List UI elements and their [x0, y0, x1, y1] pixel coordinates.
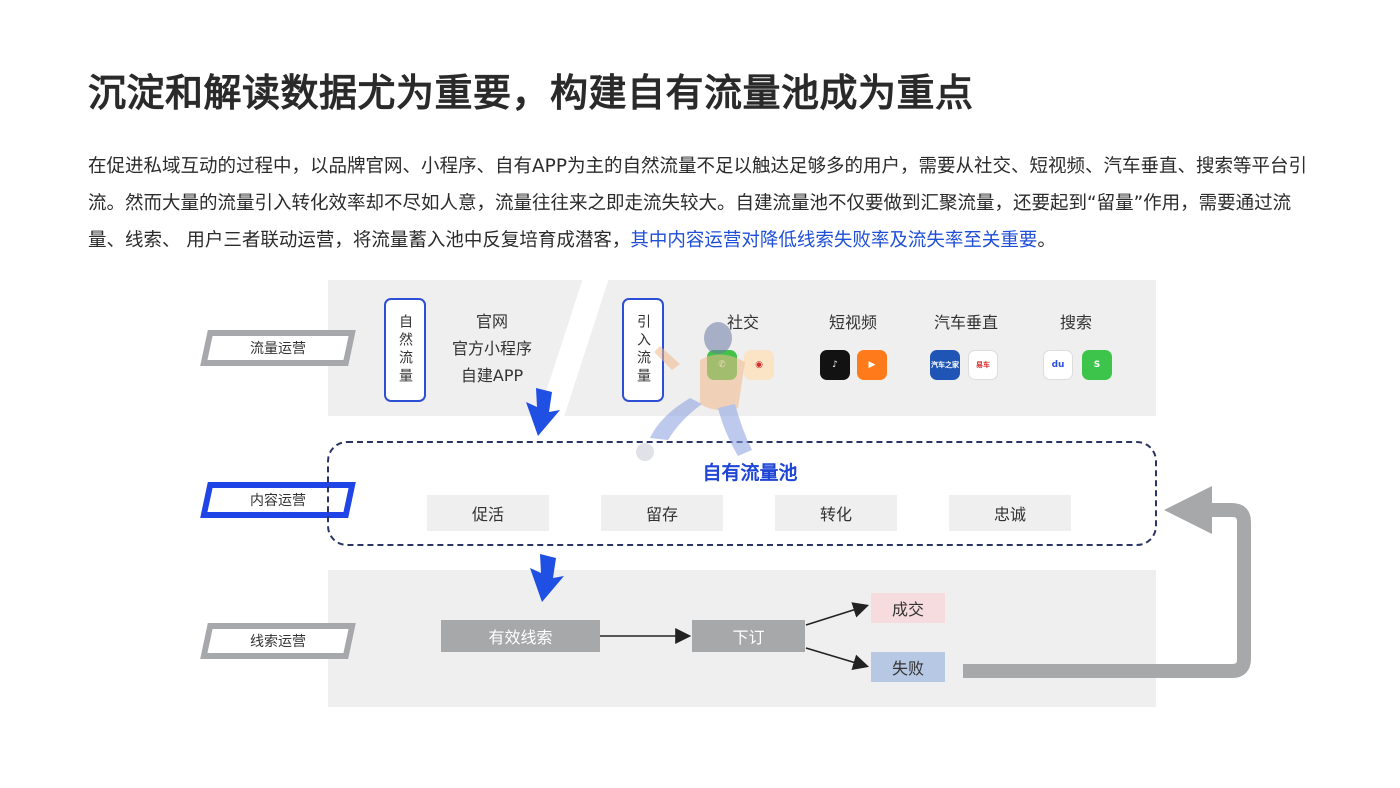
weibo-icon: ◉: [744, 350, 774, 380]
channel-search: 搜索: [1059, 313, 1092, 332]
arrow-icon: [805, 602, 870, 626]
arrow-down-icon: [530, 554, 564, 602]
natural-item: 官网: [475, 312, 508, 331]
natural-item: 官方小程序: [451, 339, 532, 358]
intro-paragraph: 在促进私域互动的过程中，以品牌官网、小程序、自有APP为主的自然流量不足以触达足…: [88, 148, 1328, 259]
baidu-icon: du: [1043, 350, 1073, 380]
natural-traffic-list: 官网 官方小程序 自建APP: [438, 308, 546, 389]
running-person-illustration: [636, 322, 752, 461]
page-title: 沉淀和解读数据尤为重要，构建自有流量池成为重点: [88, 71, 974, 115]
sogou-icon: S: [1082, 350, 1112, 380]
deal-box: 成交: [871, 593, 945, 623]
kuaishou-icon: ▶: [857, 350, 887, 380]
stage-retain: 留存: [601, 495, 723, 531]
fail-box: 失败: [871, 652, 945, 682]
channel-social: 社交: [726, 313, 759, 332]
loop-back-arrow: [963, 503, 1251, 678]
loop-arrowhead-icon: [1164, 486, 1212, 534]
valid-leads-box: 有效线索: [441, 620, 600, 652]
order-box: 下订: [692, 620, 805, 652]
stage-convert: 转化: [775, 495, 897, 531]
channel-short-video: 短视频: [828, 313, 877, 332]
yiche-icon: 易车: [968, 350, 998, 380]
arrow-down-icon: [526, 388, 560, 436]
natural-item: 自建APP: [460, 366, 524, 385]
autohome-icon: 汽车之家: [930, 350, 960, 380]
intro-end: 。: [1037, 230, 1056, 251]
stage-loyalty: 忠诚: [949, 495, 1071, 531]
arrow-icon: [805, 647, 870, 670]
pool-title: 自有流量池: [702, 462, 798, 484]
natural-traffic-box: 自然流量: [384, 298, 426, 402]
traffic-band: [328, 280, 1156, 416]
douyin-icon: ♪: [820, 350, 850, 380]
intro-text: 在促进私域互动的过程中，以品牌官网、小程序、自有APP为主的自然流量不足以触达足…: [88, 156, 1307, 251]
channel-auto-vertical: 汽车垂直: [933, 313, 998, 332]
intro-highlight: 其中内容运营对降低线索失败率及流失率至关重要: [630, 230, 1038, 251]
stage-activate: 促活: [427, 495, 549, 531]
